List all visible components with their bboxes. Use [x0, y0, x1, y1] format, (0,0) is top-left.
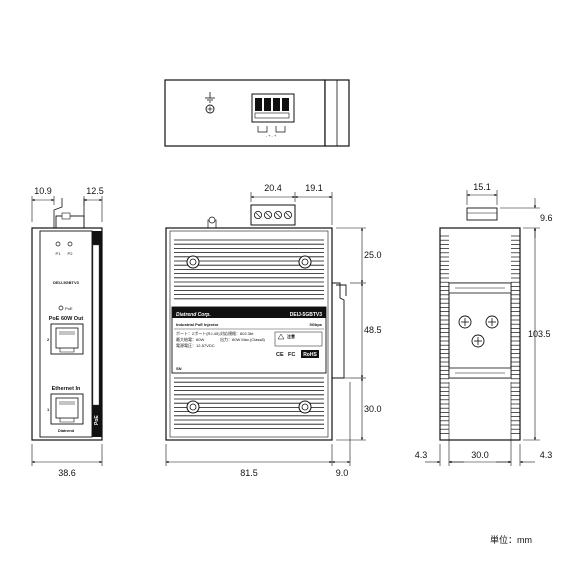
- din-rail-bracket: [448, 282, 512, 379]
- spec-line-4: 電源電圧：12-57VDC: [176, 342, 215, 348]
- sn-label: SN: [176, 366, 182, 371]
- warning-icon: [277, 333, 285, 340]
- ground-icon: [205, 92, 215, 114]
- dim-side-right: 4.3: [540, 450, 553, 460]
- terminal-block-top: [251, 93, 295, 133]
- dim-front-width: 38.6: [58, 468, 76, 478]
- spec-line-3: 最大給電：60W: [176, 336, 204, 342]
- dim-seg-bot: 30.0: [364, 404, 382, 414]
- caution-box: [274, 331, 323, 347]
- poe-out-port-number: 2: [47, 337, 50, 342]
- label-subtitle: Industrial PoE Injector: [176, 322, 219, 327]
- dim-main-width: 81.5: [240, 468, 258, 478]
- front-model-label: DEIJ-5GBTV3: [53, 280, 80, 285]
- dim-side-top: 15.1: [473, 182, 491, 192]
- rohs-badge: [301, 350, 319, 358]
- screw-icon: [458, 315, 499, 348]
- brand-name: Diatrend Corp.: [176, 312, 211, 318]
- dim-seg-mid: 48.5: [364, 325, 382, 335]
- dim-side-height: 103.5: [528, 329, 551, 339]
- ethernet-in-label: Ethernet In: [52, 386, 81, 392]
- caution-label: 注意: [287, 333, 295, 339]
- terminal-polarity-label: - + - +: [266, 133, 277, 138]
- front-brand-label: Diatrend: [58, 428, 75, 433]
- dim-seg-top: 25.0: [364, 250, 382, 260]
- pwr-label: PoE: [65, 306, 73, 311]
- cert-rohs: RoHS: [303, 352, 317, 358]
- cert-fc: FC: [288, 352, 295, 358]
- main-view: Diatrend Corp. DEIJ-5GBTV3 Industrial Po…: [165, 204, 350, 441]
- unit-label: 単位：mm: [490, 535, 532, 545]
- ethernet-in-port-number: 1: [47, 407, 50, 412]
- dimension-lines: [31, 190, 540, 466]
- spec-line-5: 出力：60W Max.(Class8): [220, 336, 266, 342]
- led-p2-icon: [67, 241, 73, 247]
- dim-side-small: 9.6: [540, 213, 553, 223]
- spec-line-1: ポート：2ポート(RJ-45): [176, 330, 220, 336]
- led-p1-label: P1: [56, 251, 62, 256]
- label-speed: 5Gbps: [310, 322, 323, 327]
- label-model: DEIJ-5GBTV3: [290, 312, 322, 318]
- led-p2-label: P2: [68, 251, 74, 256]
- top-view: - + - +: [164, 79, 350, 147]
- spec-line-2: 対応規格：802.3bt: [220, 330, 254, 336]
- top-view-body: [164, 79, 326, 147]
- terminal-block-main: [250, 204, 296, 226]
- poe-out-label: PoE 60W Out: [49, 316, 84, 322]
- din-rail-clip: [332, 282, 350, 379]
- front-view: P1 P2 DEIJ-5GBTV3 PoE PoE 60W Out 2 Ethe…: [31, 198, 103, 441]
- dim-side-rail: 30.0: [471, 450, 489, 460]
- front-side-label: PoE: [94, 415, 100, 425]
- dim-side-left: 4.3: [415, 450, 428, 460]
- dim-front-right: 12.5: [86, 186, 104, 196]
- pwr-led-icon: [58, 305, 64, 311]
- dim-terminal-width: 20.4: [264, 183, 282, 193]
- dim-rail-depth: 9.0: [336, 468, 349, 478]
- mount-hole-icon: [186, 255, 312, 414]
- dim-front-left: 10.9: [34, 186, 52, 196]
- cert-ce: CE: [276, 352, 284, 358]
- led-p1-icon: [55, 241, 61, 247]
- side-view: [439, 207, 521, 441]
- dim-terminal-offset: 19.1: [305, 183, 323, 193]
